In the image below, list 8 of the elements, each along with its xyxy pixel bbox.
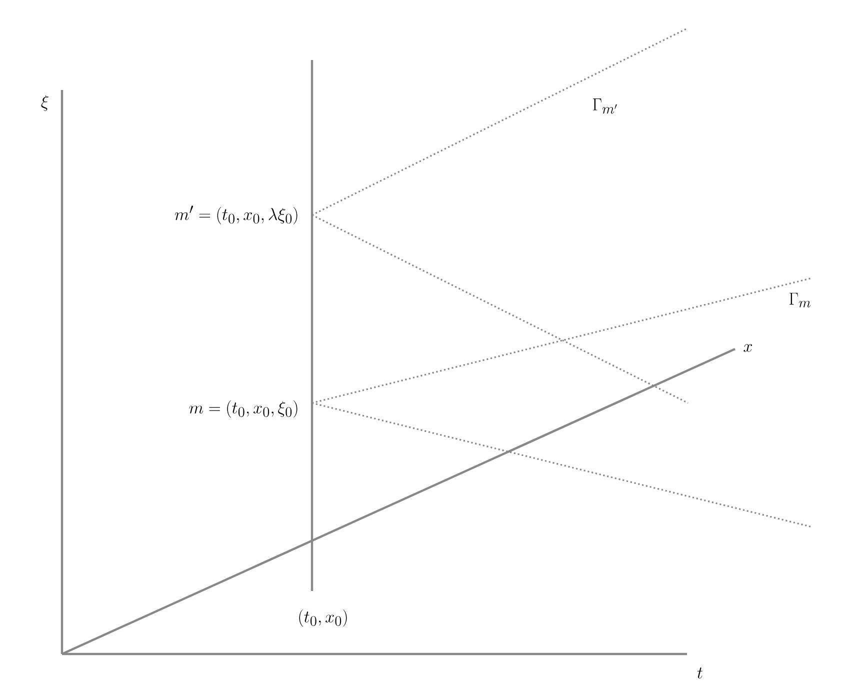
- curve-label: $\Gamma_{m'}$: [592, 98, 617, 114]
- axis-label: $t$: [697, 668, 703, 678]
- curve-label: $\Gamma_m$: [789, 292, 810, 308]
- axis-label: $x$: [744, 344, 752, 352]
- point-label: $m = (t_0, x_0, \xi_0)$: [189, 400, 298, 418]
- point-label: $(t_0, x_0)$: [299, 609, 347, 627]
- point-label: $m' = (t_0, x_0, \lambda\xi_0)$: [174, 206, 298, 224]
- axis-label: $\xi$: [41, 95, 48, 111]
